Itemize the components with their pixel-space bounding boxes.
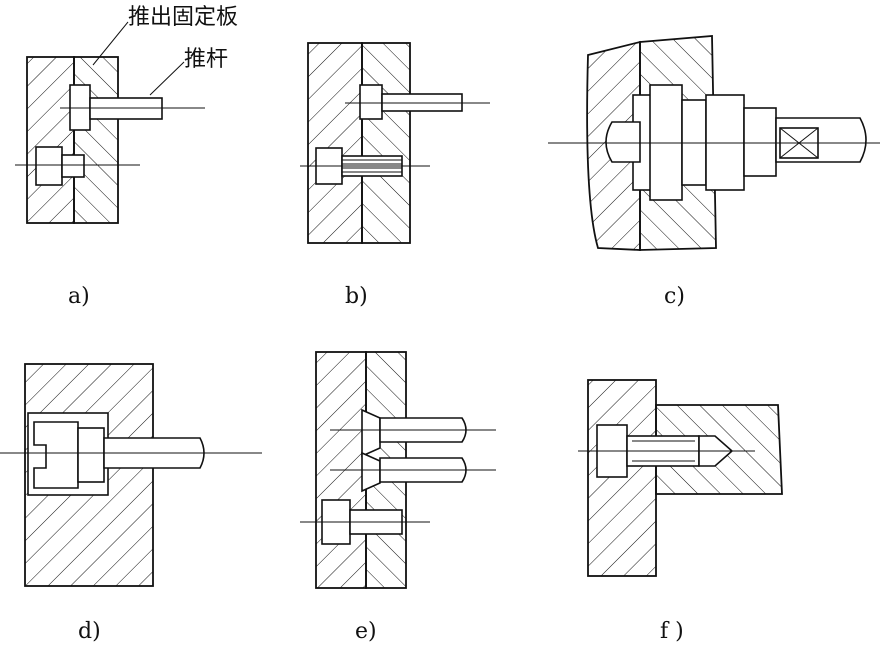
- annotation-plate: 推出固定板: [128, 5, 238, 30]
- caption-c: c): [664, 284, 685, 309]
- panel-c: c): [548, 35, 880, 309]
- caption-a: a): [68, 284, 90, 309]
- caption-b: b): [345, 284, 368, 309]
- panel-d: d): [0, 363, 262, 644]
- panel-a: 推出固定板 推杆 a): [15, 5, 238, 309]
- caption-f: f ): [660, 619, 684, 644]
- annotation-rod: 推杆: [184, 47, 228, 72]
- panel-e: e): [300, 351, 496, 644]
- panel-f: f ): [578, 379, 783, 644]
- panel-b: b): [300, 42, 490, 309]
- caption-e: e): [355, 619, 377, 644]
- caption-d: d): [78, 619, 101, 644]
